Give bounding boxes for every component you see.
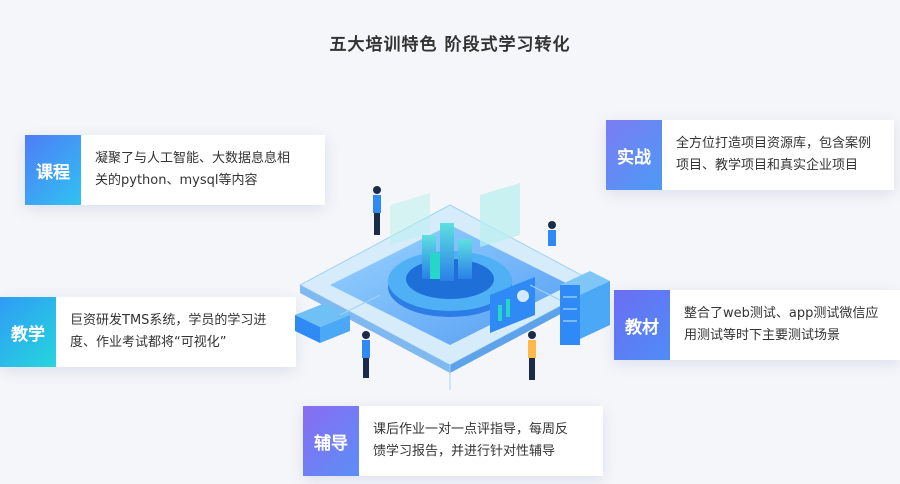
hologram-panel <box>390 183 520 247</box>
chart-monitor <box>490 277 535 333</box>
person-bottom-left <box>362 331 370 378</box>
feature-card-teaching: 教学 巨资研发TMS系统，学员的学习进 度、作业考试都将“可视化” <box>0 297 296 367</box>
feature-text-line: 课后作业一对一点评指导，每周反 <box>373 422 569 437</box>
person-right <box>548 221 556 246</box>
terminal-box <box>295 303 350 343</box>
feature-text-line: 项目、教学项目和真实企业项目 <box>676 158 859 173</box>
feature-card-tutoring: 辅导 课后作业一对一点评指导，每周反 馈学习报告，并进行针对性辅导 <box>303 406 603 476</box>
feature-text-line: 关的python、mysql等内容 <box>95 173 258 188</box>
feature-text-line: 全方位打造项目资源库，包含案例 <box>676 136 872 151</box>
server-rack <box>560 271 610 345</box>
feature-description-practice: 全方位打造项目资源库，包含案例 项目、教学项目和真实企业项目 <box>662 133 883 177</box>
feature-badge-tutoring: 辅导 <box>303 406 359 476</box>
feature-card-practice: 实战 全方位打造项目资源库，包含案例 项目、教学项目和真实企业项目 <box>606 120 894 190</box>
feature-badge-teaching: 教学 <box>0 297 56 367</box>
feature-description-material: 整合了web测试、app测试微信应 用测试等时下主要测试场景 <box>670 303 890 347</box>
feature-card-course: 课程 凝聚了与人工智能、大数据息息相 关的python、mysql等内容 <box>25 135 325 205</box>
feature-text-line: 馈学习报告，并进行针对性辅导 <box>373 444 556 459</box>
feature-description-course: 凝聚了与人工智能、大数据息息相 关的python、mysql等内容 <box>81 148 302 192</box>
data-towers <box>422 223 472 281</box>
feature-text-line: 度、作业考试都将“可视化” <box>70 335 227 350</box>
feature-badge-practice: 实战 <box>606 120 662 190</box>
feature-text-line: 整合了web测试、app测试微信应 <box>684 306 879 321</box>
feature-badge-material: 教材 <box>614 290 670 360</box>
feature-card-material: 教材 整合了web测试、app测试微信应 用测试等时下主要测试场景 <box>614 290 900 360</box>
feature-text-line: 凝聚了与人工智能、大数据息息相 <box>95 151 291 166</box>
person-bottom-right <box>528 331 536 380</box>
page-title: 五大培训特色 阶段式学习转化 <box>329 35 571 55</box>
feature-text-line: 巨资研发TMS系统，学员的学习进 <box>70 313 267 328</box>
connector-lines <box>339 284 561 390</box>
feature-description-teaching: 巨资研发TMS系统，学员的学习进 度、作业考试都将“可视化” <box>56 310 278 354</box>
feature-text-line: 用测试等时下主要测试场景 <box>684 328 841 343</box>
feature-description-tutoring: 课后作业一对一点评指导，每周反 馈学习报告，并进行针对性辅导 <box>359 419 580 463</box>
person-standing-top <box>373 186 381 235</box>
data-platform-illustration <box>295 183 610 390</box>
feature-badge-course: 课程 <box>25 135 81 205</box>
